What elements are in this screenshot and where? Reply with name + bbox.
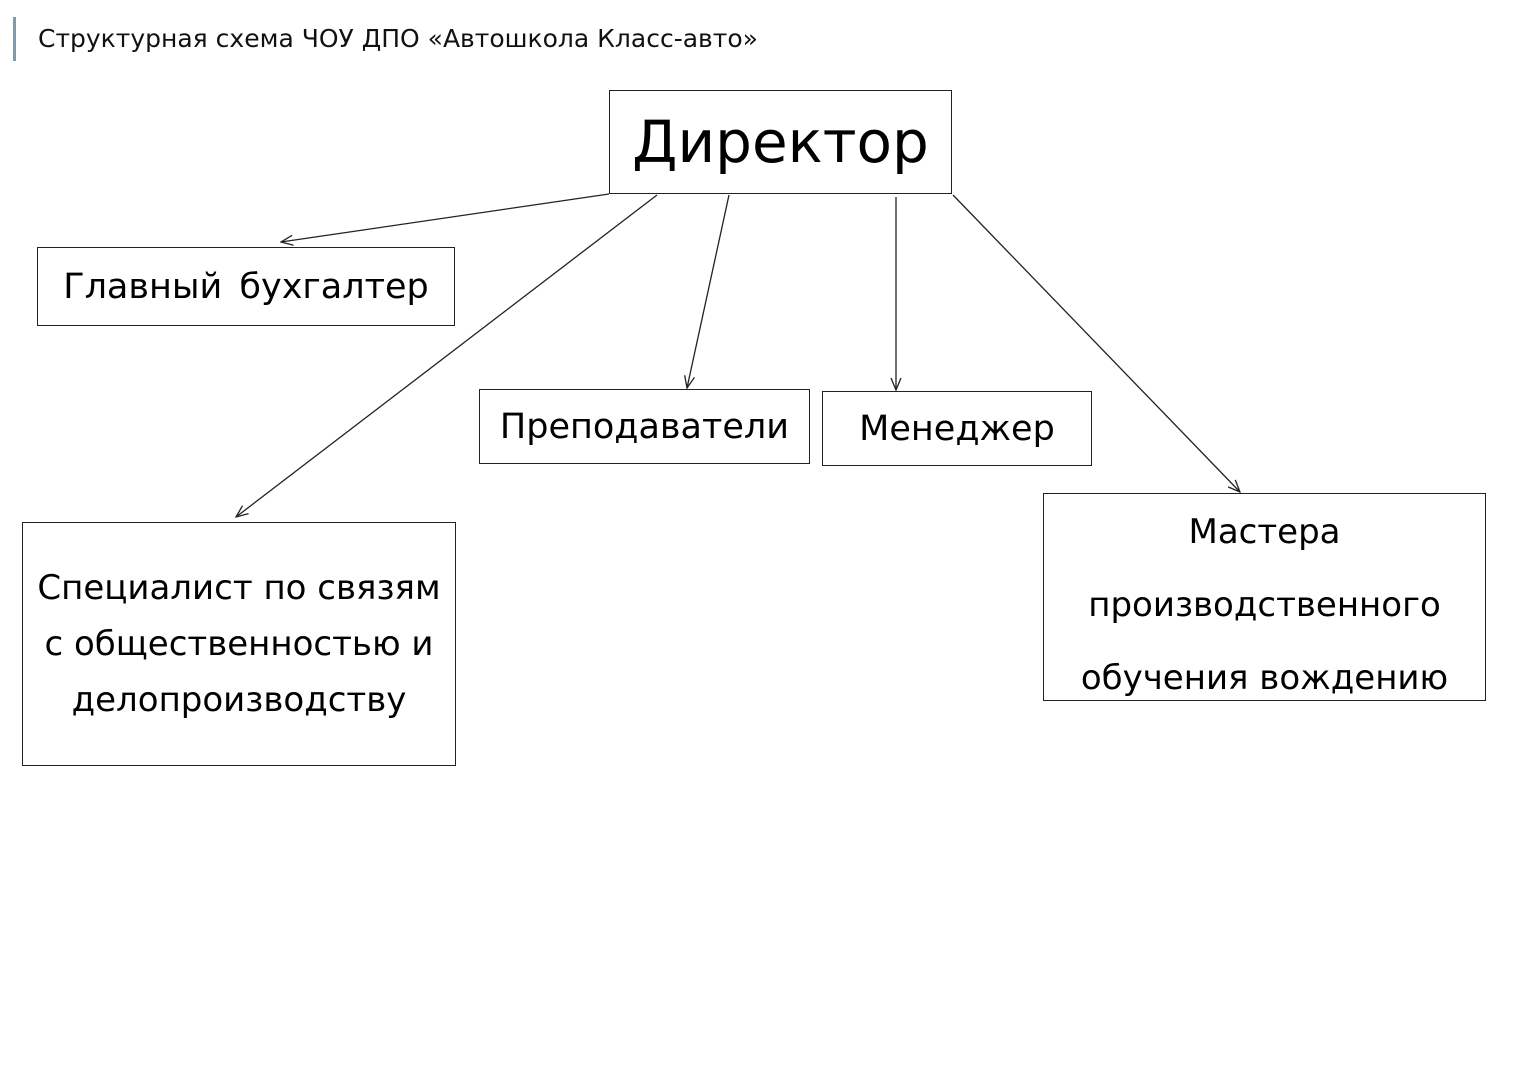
node-chief-accountant-label: Главный бухгалтер xyxy=(63,266,429,307)
page-title: Структурная схема ЧОУ ДПО «Автошкола Кла… xyxy=(38,24,758,53)
node-manager-label: Менеджер xyxy=(859,408,1055,449)
node-director-label: Директор xyxy=(632,108,929,176)
node-director: Директор xyxy=(609,90,952,194)
arrow-director-to-teachers xyxy=(687,194,730,388)
node-manager: Менеджер xyxy=(822,391,1092,466)
node-teachers: Преподаватели xyxy=(479,389,810,464)
arrow-director-to-pr-specialist xyxy=(236,194,658,517)
node-driving-masters: Мастера производственного обучения вожде… xyxy=(1043,493,1486,701)
arrow-director-to-accountant xyxy=(281,193,610,242)
title-accent-bar xyxy=(13,17,16,61)
node-chief-accountant: Главный бухгалтер xyxy=(37,247,455,326)
arrow-director-to-masters xyxy=(952,194,1240,492)
node-pr-specialist-label: Специалист по связям с общественностью и… xyxy=(37,568,441,720)
node-driving-masters-label: Мастера производственного обучения вожде… xyxy=(1080,512,1449,698)
node-teachers-label: Преподаватели xyxy=(499,406,790,447)
node-pr-specialist: Специалист по связям с общественностью и… xyxy=(22,522,456,766)
